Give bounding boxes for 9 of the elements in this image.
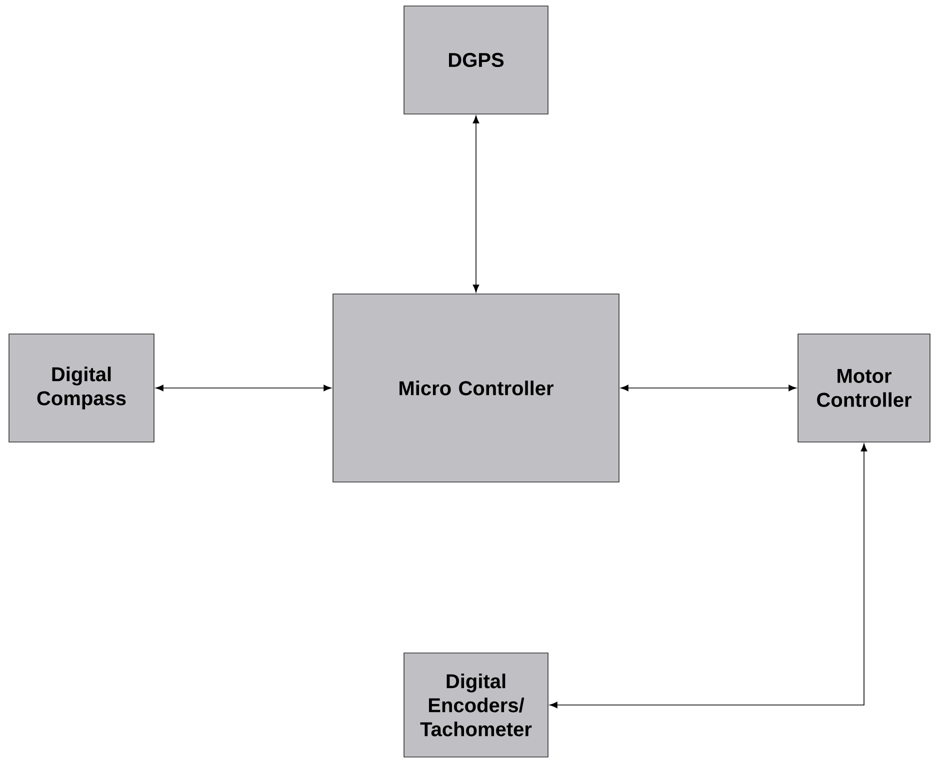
block-box: Micro Controller — [332, 294, 620, 482]
block-box: DGPS — [404, 6, 548, 114]
arrow — [620, 384, 796, 392]
arrow — [472, 116, 480, 292]
block-box: Digital Compass — [8, 334, 154, 442]
block-box: Digital Encoders/ Tachometer — [404, 652, 548, 758]
block-box: Motor Controller — [798, 334, 930, 442]
arrow — [156, 384, 332, 392]
arrow — [550, 444, 868, 708]
